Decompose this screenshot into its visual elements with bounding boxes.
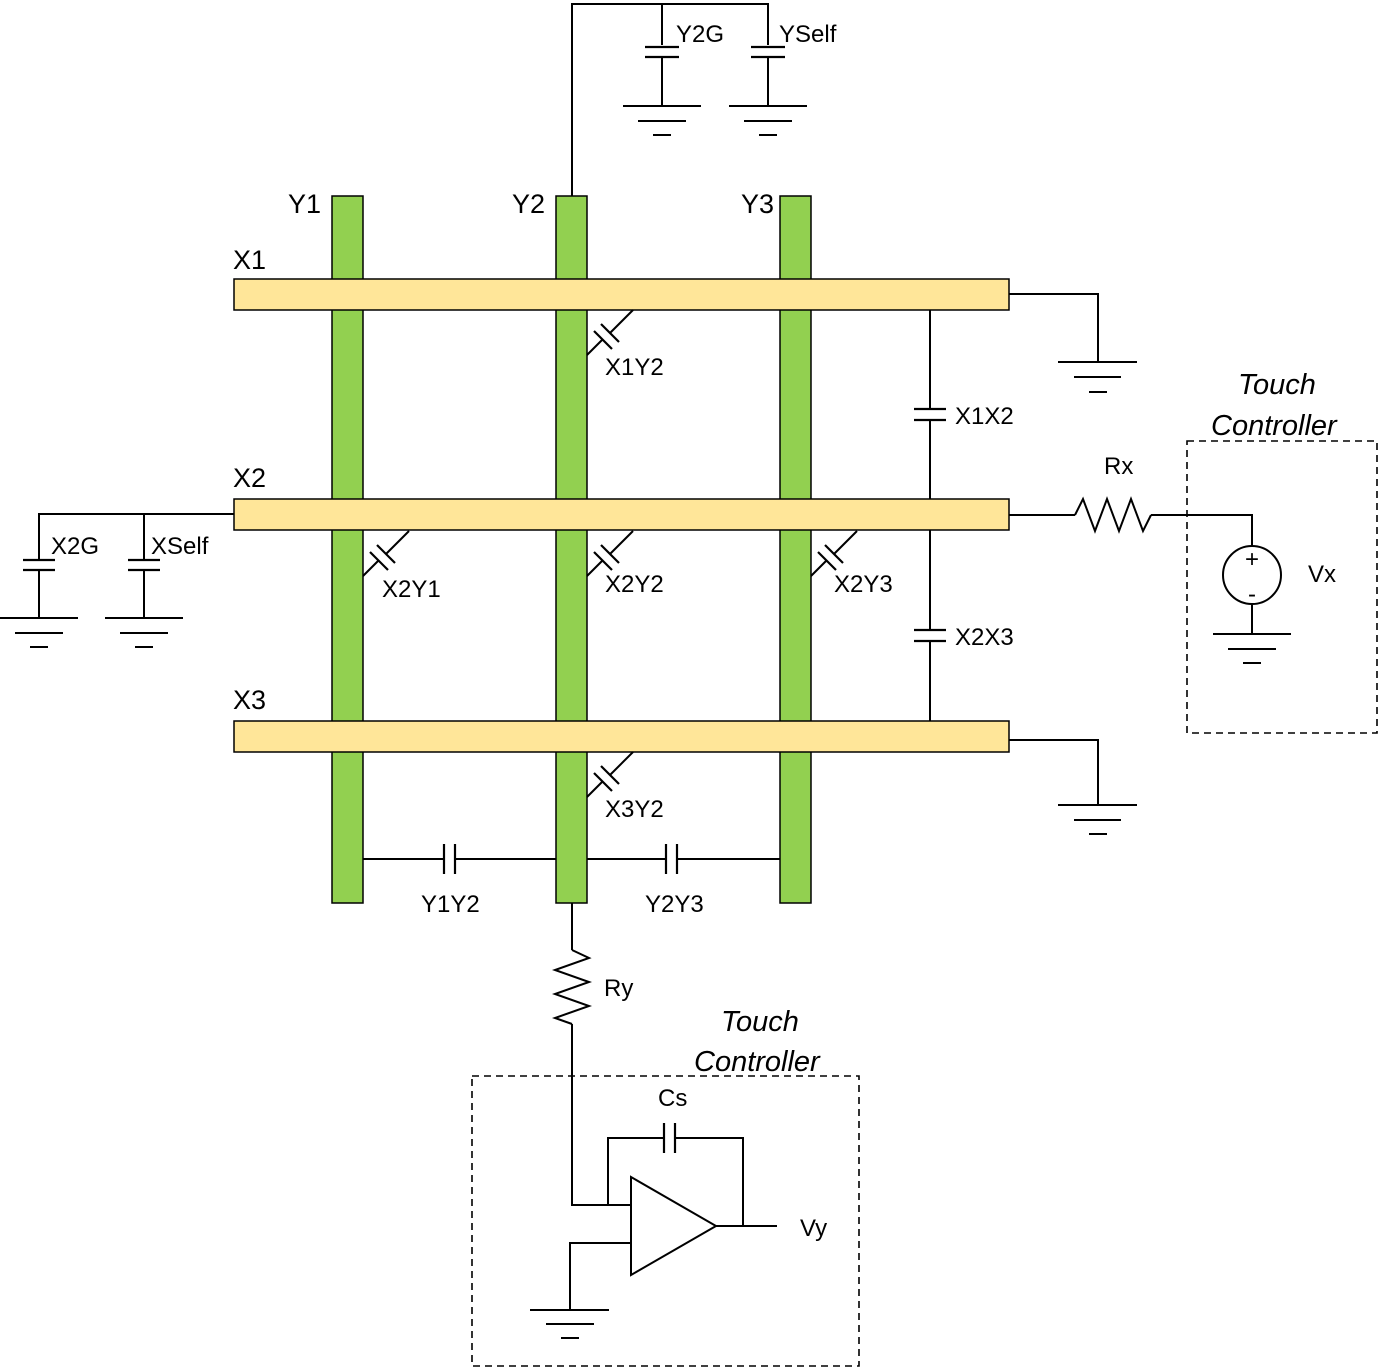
ground-icon <box>530 1309 609 1339</box>
y-electrodes: Y1 Y2 Y3 <box>288 189 812 904</box>
cs-label: Cs <box>658 1085 687 1112</box>
y2g-label: Y2G <box>676 21 724 48</box>
y2g-capacitor <box>645 45 679 106</box>
x2y3-capacitor <box>810 530 858 577</box>
touch-controller-y-line2: Controller <box>694 1046 821 1078</box>
y-sense-network: Ry Cs Vy Touch Controller <box>471 903 860 1367</box>
x-electrodes: X1 X2 X3 <box>233 245 1010 753</box>
mutual-capacitors: X1Y2 X2Y1 X2Y2 X2Y3 X3Y2 <box>362 309 893 823</box>
x2y2-capacitor <box>586 530 634 577</box>
x1y2-capacitor <box>586 309 634 356</box>
x-drive-network: + - Rx Vx Touch Controller <box>1009 369 1378 734</box>
xself-label: XSelf <box>151 533 209 560</box>
x3y2-label: X3Y2 <box>605 796 664 823</box>
y2y3-label: Y2Y3 <box>645 891 704 918</box>
x1-electrode <box>233 278 1010 311</box>
x-to-x-capacitors: X1X2 X2X3 <box>914 310 1014 721</box>
rx-label: Rx <box>1104 453 1133 480</box>
x2y2-label: X2Y2 <box>605 571 664 598</box>
vx-label: Vx <box>1308 561 1336 588</box>
x3y2-capacitor <box>586 751 634 798</box>
ry-resistor <box>551 949 593 1025</box>
y3-label: Y3 <box>741 189 774 219</box>
xself-capacitor <box>128 558 160 618</box>
x2g-capacitor <box>23 558 55 618</box>
y2y3-capacitor <box>587 844 780 874</box>
touch-controller-y-line1: Touch <box>721 1006 799 1038</box>
x2-label: X2 <box>233 463 266 493</box>
x2-left-network: X2G XSelf <box>0 513 234 648</box>
touch-controller-x-line2: Controller <box>1211 410 1338 442</box>
x2y1-label: X2Y1 <box>382 576 441 603</box>
ground-icon <box>0 617 78 648</box>
x2y3-label: X2Y3 <box>834 571 893 598</box>
y1-label: Y1 <box>288 189 321 219</box>
ground-icon <box>729 105 807 136</box>
ground-icon <box>1058 361 1137 393</box>
y1y2-label: Y1Y2 <box>421 891 480 918</box>
rx-resistor <box>1074 496 1152 534</box>
y3-electrode <box>779 195 812 904</box>
x1-ground-network <box>1009 293 1137 393</box>
yself-label: YSelf <box>779 21 837 48</box>
x2x3-capacitor <box>914 530 946 721</box>
ry-label: Ry <box>604 975 633 1002</box>
y1y2-capacitor <box>363 844 556 874</box>
x1x2-label: X1X2 <box>955 403 1014 430</box>
cs-capacitor <box>662 1123 677 1153</box>
touch-controller-x-line1: Touch <box>1238 369 1316 401</box>
x1y2-label: X1Y2 <box>605 354 664 381</box>
ground-icon <box>1213 633 1291 664</box>
x1-label: X1 <box>233 245 266 275</box>
x3-ground-network <box>1009 739 1137 835</box>
y1-electrode <box>331 195 364 904</box>
ground-icon <box>1058 804 1137 835</box>
op-amp <box>630 1175 719 1277</box>
vx-plus-sign: + <box>1245 546 1259 573</box>
touch-controller-x-box <box>1186 440 1378 734</box>
y-to-y-capacitors: Y1Y2 Y2Y3 <box>363 844 780 918</box>
y2-top-network: Y2G YSelf <box>571 3 837 196</box>
x2g-label: X2G <box>51 533 99 560</box>
x2-electrode <box>233 498 1010 531</box>
x1x2-capacitor <box>914 310 946 499</box>
ground-icon <box>623 105 701 136</box>
x3-label: X3 <box>233 685 266 715</box>
vy-label: Vy <box>800 1215 827 1242</box>
yself-capacitor <box>751 45 785 106</box>
x3-electrode <box>233 720 1010 753</box>
touch-controller-y-box <box>471 1075 860 1367</box>
y2-label: Y2 <box>512 189 545 219</box>
vx-minus-sign: - <box>1248 581 1256 608</box>
x2x3-label: X2X3 <box>955 624 1014 651</box>
ground-icon <box>105 617 183 648</box>
x2y1-capacitor <box>362 530 410 577</box>
